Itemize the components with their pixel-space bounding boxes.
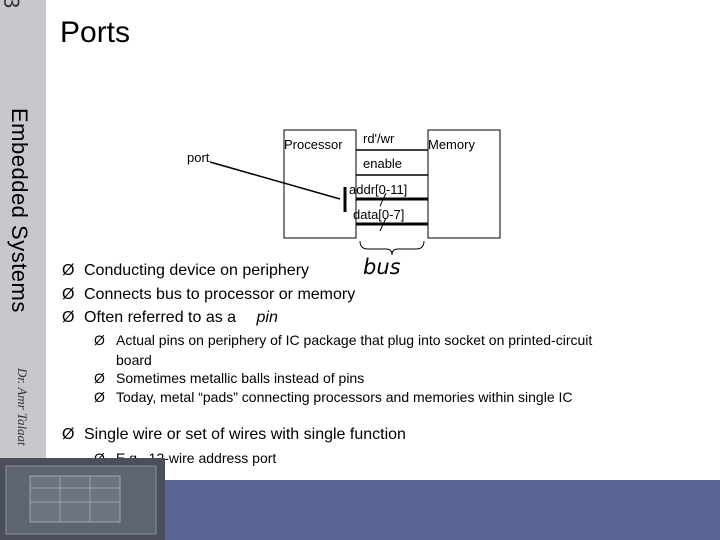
port-diagram: port Processor Memory rd'/wr enable addr… — [187, 129, 501, 279]
port-label: port — [187, 150, 210, 165]
processor-box — [283, 129, 357, 239]
author: Dr. Amr Talaat — [15, 368, 30, 446]
enable-label: enable — [363, 156, 402, 171]
bus-label: bus — [363, 255, 401, 279]
pin-emphasis: pin — [256, 309, 278, 326]
bus-brace — [359, 240, 425, 256]
data-label: data[0-7] — [353, 207, 404, 222]
sidebar: 3 Embedded Systems Dr. Amr Talaat — [0, 0, 46, 540]
processor-label: Processor — [284, 137, 343, 152]
port-pointer — [209, 161, 341, 200]
memory-label: Memory — [428, 137, 475, 152]
rdwr-label: rd'/wr — [363, 131, 395, 146]
memory-box — [427, 129, 501, 239]
addr-label: addr[0-11] — [349, 182, 407, 197]
chip-image — [0, 458, 165, 540]
side-title: Embedded Systems — [7, 108, 32, 313]
page-title: Ports — [60, 16, 131, 49]
